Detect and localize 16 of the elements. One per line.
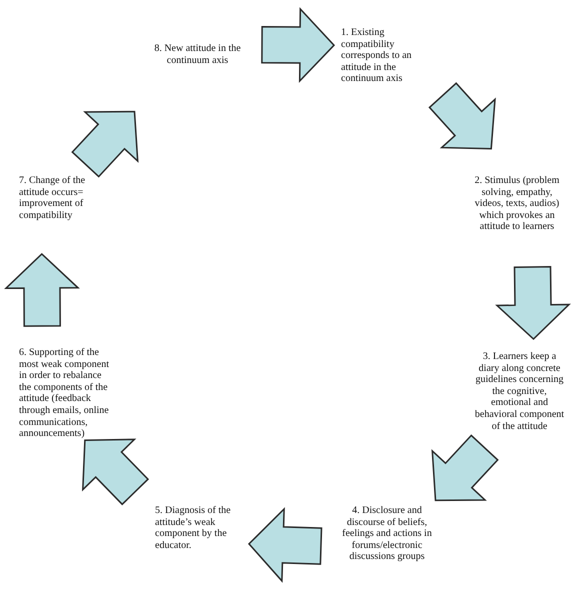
- step-text: 3. Learners keep a diary along concrete guidelines concerning the cognitive, emotional and behavioral component of the attitude: [472, 351, 567, 432]
- step-text: 5. Diagnosis of the attitude’s weak component by the educator.: [155, 505, 237, 552]
- step-text: 6. Supporting of the most weak component in order to rebalance the components of the attitude (feedback through emails, online communications, announcements): [19, 347, 111, 440]
- block-arrow: [495, 266, 571, 340]
- step-text: 2. Stimulus (problem solving, empathy, videos, texts, audios) which provokes an attitude to learners: [470, 175, 564, 233]
- step-text: 7. Change of the attitude occurs= improvement of compatibility: [19, 175, 109, 222]
- step-text: 1. Existing compatibility corresponds to an attitude in the continuum axis: [341, 27, 425, 85]
- block-arrow: [261, 7, 336, 83]
- block-arrow: [71, 110, 139, 178]
- block-arrow: [82, 438, 150, 506]
- block-arrow: [4, 252, 80, 327]
- block-arrow: [248, 507, 322, 583]
- step-text: 8. New attitude in the continuum axis: [145, 43, 250, 66]
- block-arrow: [428, 82, 496, 150]
- block-arrow: [431, 434, 499, 502]
- step-text: 4. Disclosure and discourse of beliefs, feelings and actions in forums/electronic discussions groups: [338, 505, 436, 563]
